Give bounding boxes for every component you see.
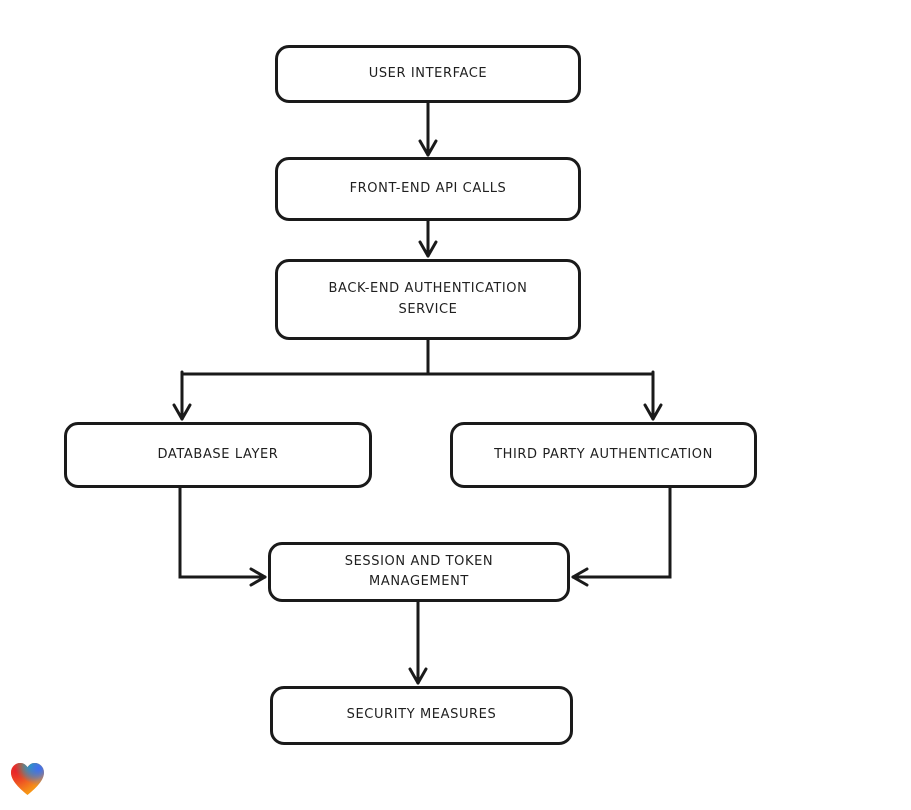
node-third-party-authentication: THIRD PARTY AUTHENTICATION [450, 422, 757, 488]
edge-thirdparty-to-session-arrow [571, 486, 672, 587]
node-user-interface: USER INTERFACE [275, 45, 581, 103]
node-database-layer: DATABASE LAYER [64, 422, 372, 488]
node-front-end-api-calls: FRONT-END API CALLS [275, 157, 581, 221]
node-front-end-api-calls-label: FRONT-END API CALLS [349, 180, 507, 196]
node-user-interface-label: USER INTERFACE [368, 65, 488, 81]
node-third-party-authentication-label: THIRD PARTY AUTHENTICATION [494, 446, 713, 462]
node-back-end-authentication-service: BACK-END AUTHENTICATION SERVICE [275, 259, 581, 340]
node-session-and-token-management-label: SESSION AND TOKEN MANAGEMENT [344, 553, 494, 589]
heart-icon [9, 762, 46, 798]
node-security-measures-label: SECURITY MEASURES [346, 707, 497, 723]
edge-database-to-session-arrow [178, 486, 267, 587]
gradient-heart-logo[interactable] [9, 762, 46, 798]
node-back-end-authentication-service-label: BACK-END AUTHENTICATION SERVICE [328, 281, 528, 317]
node-security-measures: SECURITY MEASURES [270, 686, 573, 745]
node-session-and-token-management: SESSION AND TOKEN MANAGEMENT [268, 542, 570, 602]
node-database-layer-label: DATABASE LAYER [157, 446, 279, 462]
